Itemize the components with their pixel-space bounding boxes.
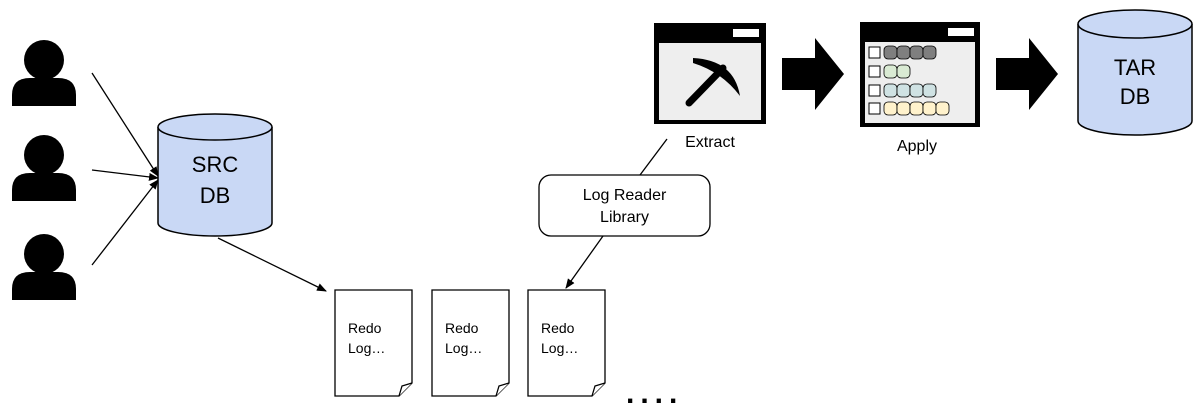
redo-log-document: Redo Log… xyxy=(431,289,510,397)
apply-window xyxy=(860,22,980,127)
flow-arrow xyxy=(996,38,1058,110)
redo-log-label-line2: Log… xyxy=(348,340,385,356)
db-body xyxy=(157,127,273,237)
source-db-label-line1: SRC xyxy=(192,152,239,177)
more-logs-ellipsis: .... xyxy=(626,377,683,410)
window-titlebar-widget xyxy=(948,28,974,36)
redo-log-document: Redo Log… xyxy=(334,289,413,397)
pickaxe-icon xyxy=(685,58,740,107)
user-write-arrow xyxy=(91,72,159,177)
user-icon xyxy=(12,135,76,201)
queue-row xyxy=(868,45,937,60)
target-db: TAR DB xyxy=(1077,9,1193,136)
target-db-label-line1: TAR xyxy=(1114,55,1156,80)
db-top xyxy=(157,113,273,141)
extract-label: Extract xyxy=(685,134,735,151)
redo-write-arrow xyxy=(217,237,327,292)
redo-log-label-line1: Redo xyxy=(445,320,479,336)
user-icon xyxy=(12,234,76,300)
row-checkbox xyxy=(868,84,881,97)
extract-connector xyxy=(639,138,668,176)
source-db: SRC DB xyxy=(157,113,273,237)
redo-log-label-line2: Log… xyxy=(445,340,482,356)
log-reader-label-line1: Log Reader xyxy=(583,187,667,204)
queue-row xyxy=(868,101,950,116)
extract-window xyxy=(654,23,766,124)
user-write-arrow xyxy=(91,179,159,266)
target-db-label-line2: DB xyxy=(1120,84,1151,109)
source-db-label-line2: DB xyxy=(200,183,231,208)
db-top xyxy=(1077,9,1193,39)
redo-log-label-line1: Redo xyxy=(348,320,382,336)
apply-label: Apply xyxy=(897,138,937,155)
queue-row xyxy=(868,64,911,79)
row-checkbox xyxy=(868,102,881,115)
row-checkbox xyxy=(868,65,881,78)
read-log-arrow xyxy=(565,235,604,289)
db-body xyxy=(1077,24,1193,136)
redo-log-document: Redo Log… xyxy=(527,289,606,397)
user-icon xyxy=(12,40,76,106)
log-reader-label-line2: Library xyxy=(600,209,649,226)
queue-row xyxy=(868,83,937,98)
redo-log-label-line2: Log… xyxy=(541,340,578,356)
row-checkbox xyxy=(868,46,881,59)
user-write-arrow xyxy=(91,169,159,181)
log-reader-library: Log Reader Library xyxy=(538,174,711,237)
redo-log-label-line1: Redo xyxy=(541,320,575,336)
flow-arrow xyxy=(782,38,844,110)
window-titlebar-widget xyxy=(733,29,759,37)
